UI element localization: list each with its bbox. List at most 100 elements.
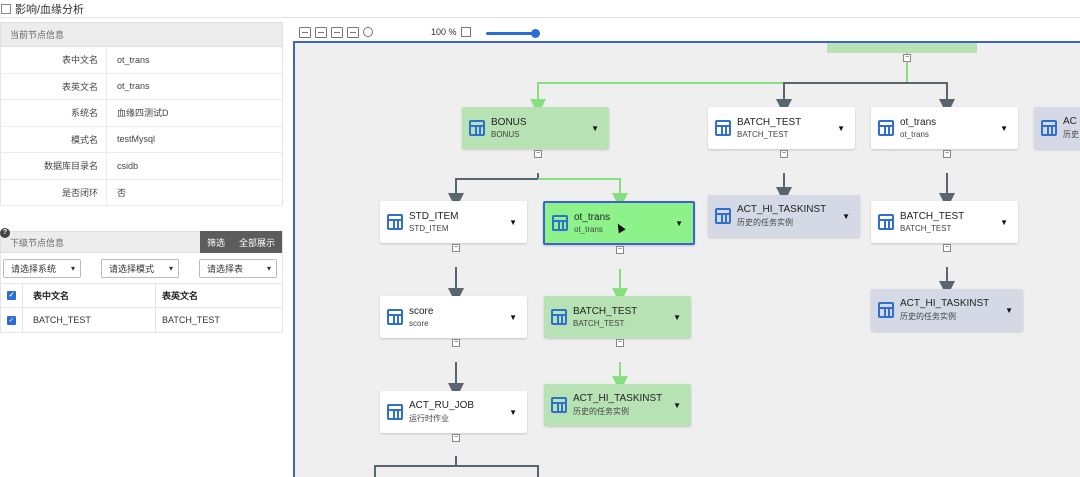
edge xyxy=(448,173,539,209)
lineage-node[interactable]: BATCH_TEST BATCH_TEST ▼ xyxy=(544,296,691,338)
node-subtitle: BONUS xyxy=(491,130,520,139)
edges-layer xyxy=(374,53,955,477)
collapse-icon[interactable]: − xyxy=(616,339,624,347)
lineage-node[interactable]: ACT_HI_TASKINST 历史的任务实例 ▼ xyxy=(871,289,1023,331)
info-row: 系统名血缘四测试D xyxy=(0,100,283,127)
zoom-slider[interactable] xyxy=(486,29,540,38)
lineage-node[interactable]: BONUS BONUS ▼ xyxy=(462,107,609,149)
save-icon[interactable] xyxy=(315,26,327,38)
node-menu-icon[interactable]: ▼ xyxy=(509,312,517,322)
node-menu-icon[interactable]: ▼ xyxy=(591,123,599,133)
system-select-value: 请选择系统 xyxy=(11,263,57,274)
node-title: ACT_HI_TASKINST xyxy=(573,393,663,404)
title-checkbox[interactable] xyxy=(1,3,11,14)
select-all-checkbox[interactable]: ✓ xyxy=(7,291,16,300)
show-all-button[interactable]: 全部展示 xyxy=(231,231,282,253)
table-row[interactable]: ✓ BATCH_TEST BATCH_TEST xyxy=(0,308,283,333)
layout-icon[interactable] xyxy=(299,26,311,38)
downstream-header: ? 下级节点信息 筛选 全部展示 xyxy=(0,228,283,253)
chevron-down-icon: ▾ xyxy=(70,263,75,273)
export-icon[interactable] xyxy=(331,26,343,38)
node-subtitle: score xyxy=(409,319,429,328)
edge xyxy=(530,53,908,115)
node-menu-icon[interactable]: ▼ xyxy=(675,218,683,228)
node-menu-icon[interactable]: ▼ xyxy=(842,211,850,221)
zoom-slider-handle[interactable] xyxy=(531,29,540,38)
system-select[interactable]: 请选择系统 ▾ xyxy=(3,258,81,278)
search-icon[interactable] xyxy=(363,27,373,37)
help-icon[interactable]: ? xyxy=(0,228,10,238)
filter-button[interactable]: 筛选 xyxy=(199,231,232,253)
collapse-icon[interactable]: − xyxy=(534,150,542,158)
table-icon xyxy=(551,397,567,413)
node-title: BONUS xyxy=(491,117,527,128)
node-subtitle: 历史 xyxy=(1063,130,1079,139)
table-select[interactable]: 请选择表▾ xyxy=(199,258,277,278)
node-menu-icon[interactable]: ▼ xyxy=(837,123,845,133)
node-menu-icon[interactable]: ▼ xyxy=(1000,217,1008,227)
edge xyxy=(907,82,955,115)
node-menu-icon[interactable]: ▼ xyxy=(509,217,517,227)
collapse-icon[interactable]: − xyxy=(452,339,460,347)
table-icon xyxy=(878,120,894,136)
collapse-icon[interactable]: − xyxy=(903,54,911,62)
cell-en-name: BATCH_TEST xyxy=(162,315,220,325)
node-subtitle: BATCH_TEST xyxy=(573,319,625,328)
node-subtitle: BATCH_TEST xyxy=(737,130,789,139)
node-menu-icon[interactable]: ▼ xyxy=(1005,305,1013,315)
collapse-icon[interactable]: − xyxy=(943,150,951,158)
node-title: ACT_HI_TASKINST xyxy=(900,298,990,309)
info-value: ot_trans xyxy=(117,81,150,92)
zoom-reset-icon[interactable] xyxy=(461,27,471,37)
table-icon xyxy=(878,214,894,230)
row-checkbox[interactable]: ✓ xyxy=(7,315,16,325)
collapse-icon[interactable]: − xyxy=(616,246,624,254)
node-title: BATCH_TEST xyxy=(573,306,638,317)
info-value: testMysql xyxy=(117,134,156,145)
node-title: STD_ITEM xyxy=(409,211,459,222)
upstream-node-fragment[interactable] xyxy=(827,43,977,53)
lineage-node[interactable]: ot_trans ot_trans ▼ xyxy=(871,107,1018,149)
fit-icon[interactable] xyxy=(347,26,359,38)
schema-select[interactable]: 请选择模式 ▾ xyxy=(101,258,179,278)
info-value: csidb xyxy=(117,160,139,171)
node-menu-icon[interactable]: ▼ xyxy=(673,312,681,322)
table-icon xyxy=(387,309,403,325)
edge xyxy=(538,178,628,209)
collapse-icon[interactable]: − xyxy=(452,244,460,252)
collapse-icon[interactable]: − xyxy=(780,150,788,158)
column-header-en: 表英文名 xyxy=(162,291,199,301)
zoom-level: 100 % xyxy=(431,27,457,37)
node-menu-icon[interactable]: ▼ xyxy=(1000,123,1008,133)
collapse-icon[interactable]: − xyxy=(452,434,460,442)
node-menu-icon[interactable]: ▼ xyxy=(673,400,681,410)
chevron-down-icon: ▾ xyxy=(168,263,173,273)
collapse-icon[interactable]: − xyxy=(943,244,951,252)
column-header-cn: 表中文名 xyxy=(23,284,156,307)
schema-select-value: 请选择模式 xyxy=(109,263,155,274)
graph-toolbar: 100 % xyxy=(293,22,1080,42)
table-icon xyxy=(878,302,894,318)
node-title: ot_trans xyxy=(900,117,937,128)
info-key: 数据库目录名 xyxy=(1,153,107,179)
node-subtitle: BATCH_TEST xyxy=(900,224,952,233)
info-row: 是否闭环否 xyxy=(0,179,283,206)
table-icon xyxy=(715,120,731,136)
node-subtitle: ot_trans xyxy=(900,130,929,139)
table-icon xyxy=(469,120,485,136)
node-menu-icon[interactable]: ▼ xyxy=(509,407,517,417)
node-subtitle: 历史的任务实例 xyxy=(900,312,956,321)
info-row: 数据库目录名 csidb xyxy=(0,153,283,180)
